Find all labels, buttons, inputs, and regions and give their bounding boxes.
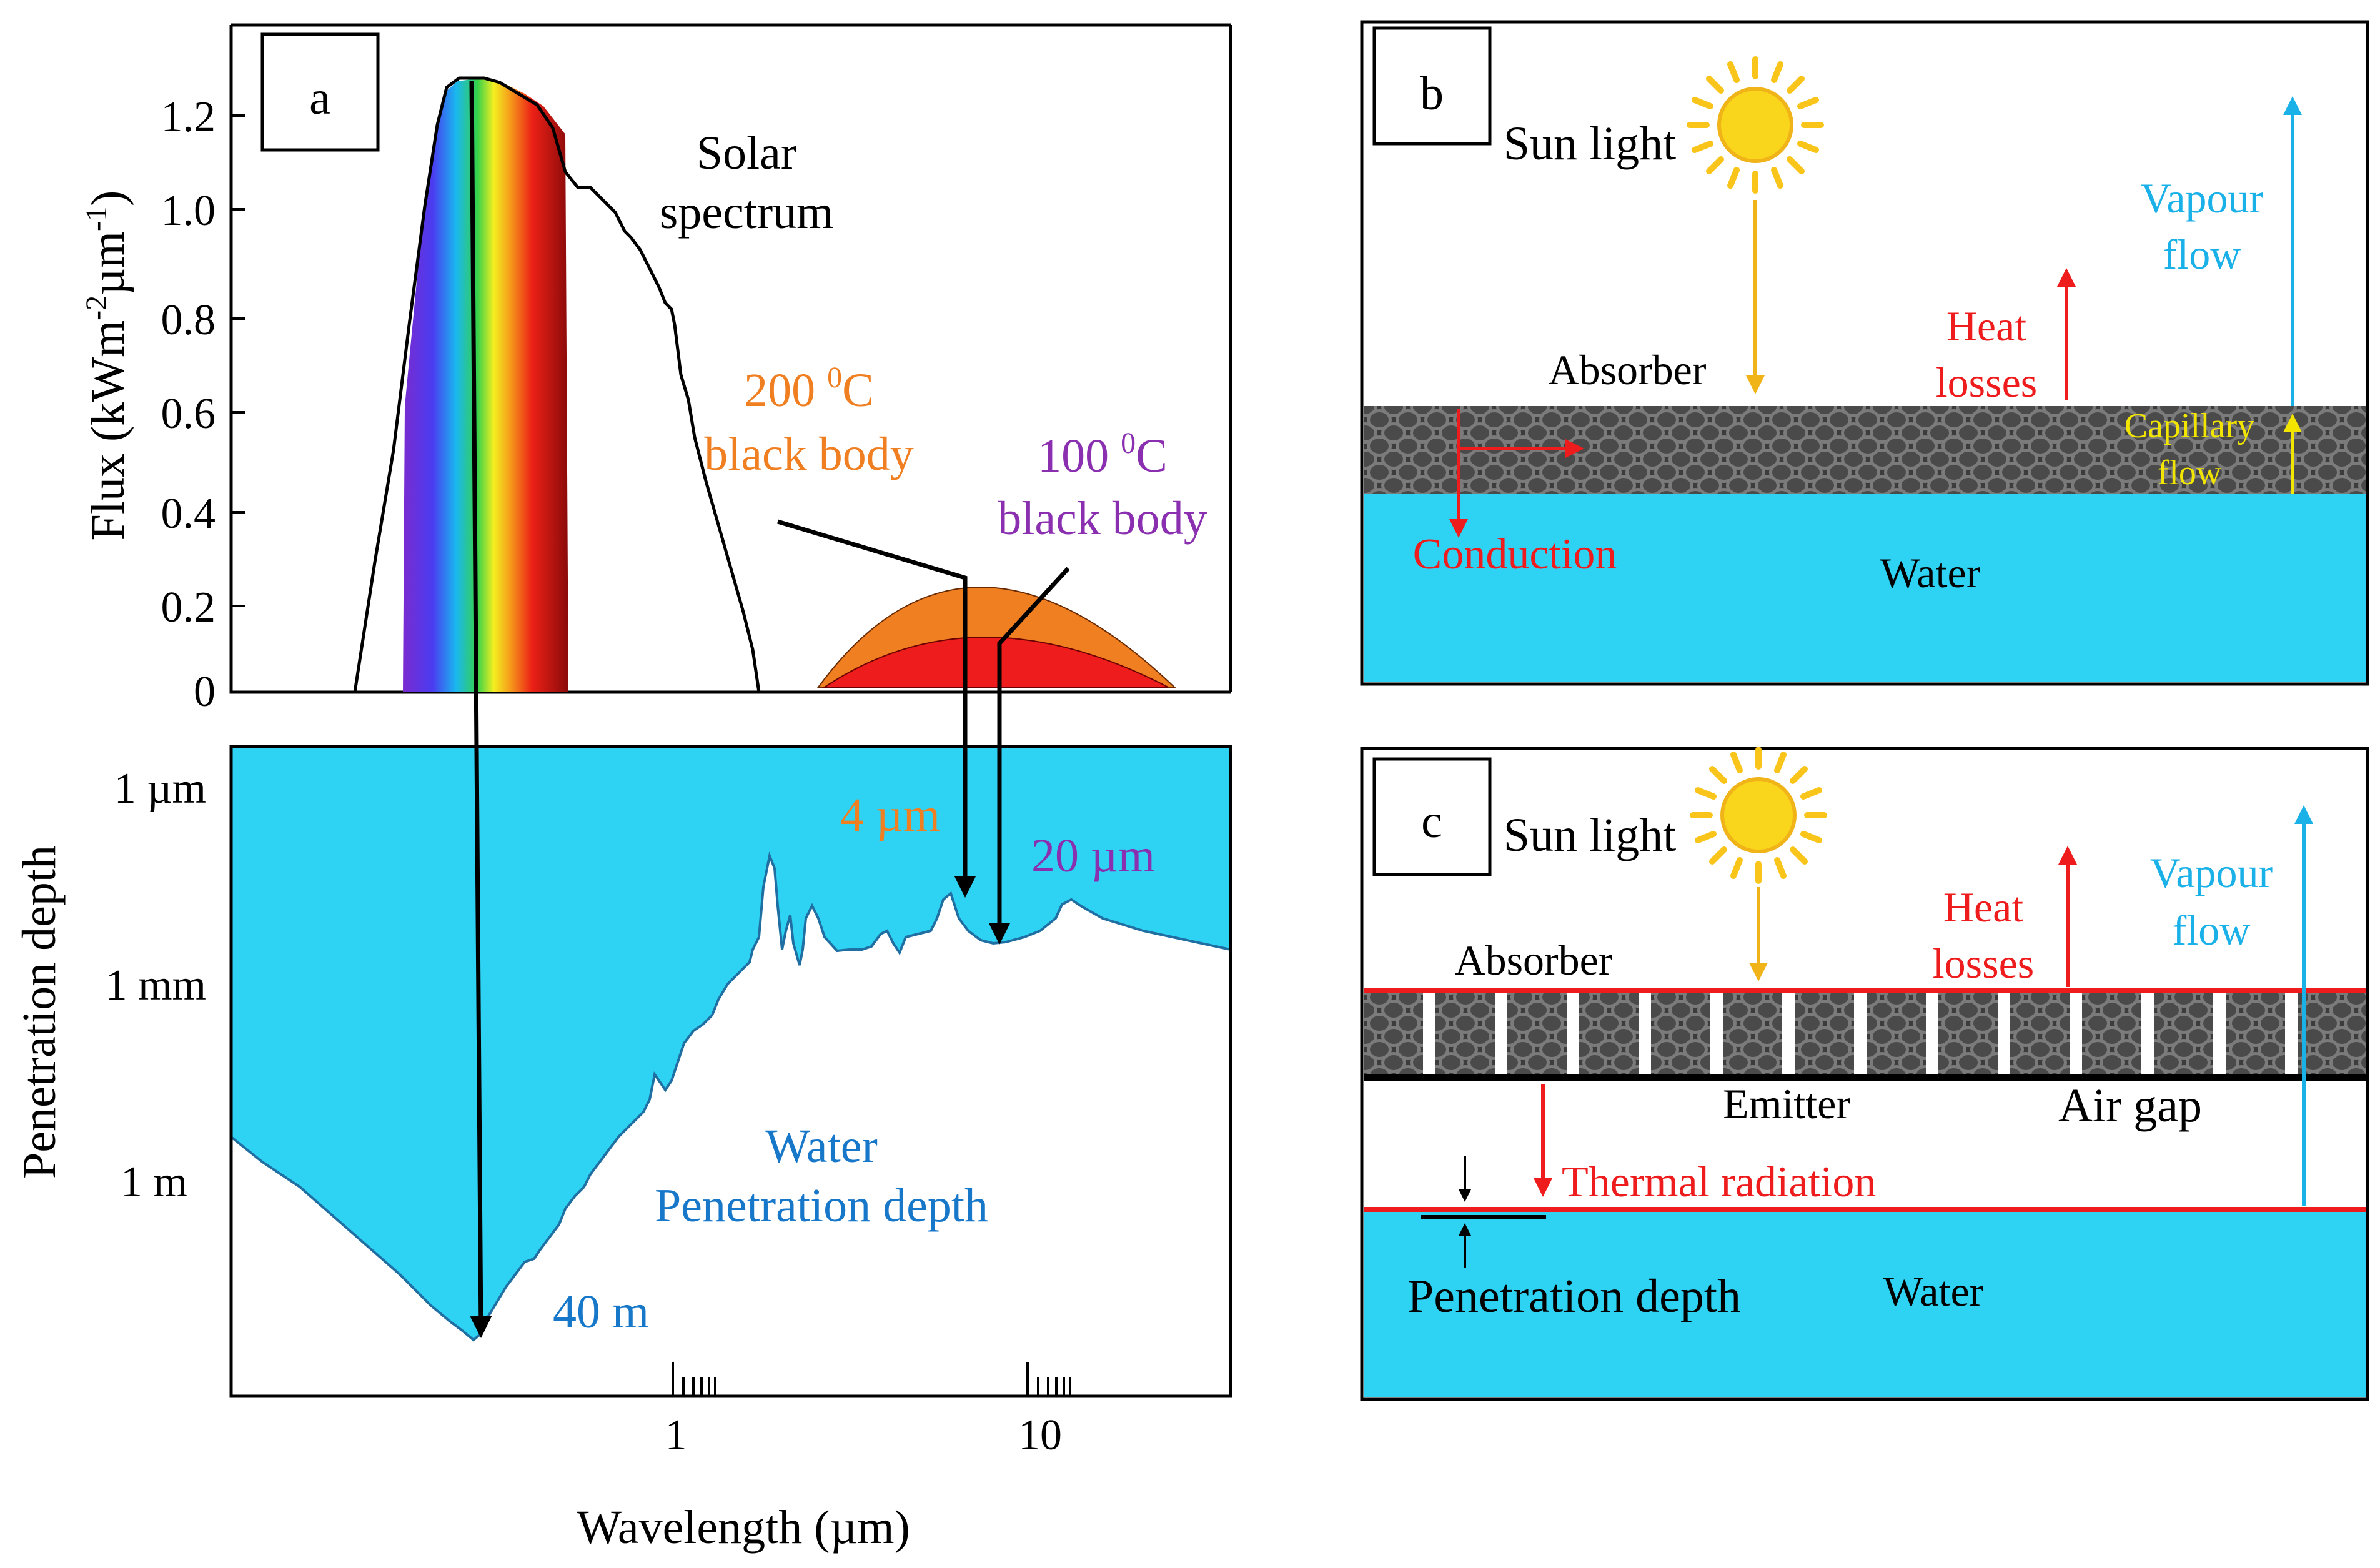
sun-light-label-b: Sun light	[1504, 117, 1677, 170]
flux-tick-label: 0.8	[161, 296, 216, 344]
flux-tick-label: 0.2	[161, 583, 216, 632]
depth-tick-label: 1 m	[121, 1158, 187, 1206]
water-label-b: Water	[1880, 549, 1981, 597]
vapour-flow-label-c-2: flow	[2173, 906, 2251, 954]
solar-spectrum-label-1: Solar	[697, 127, 796, 179]
panel-b: b Sun light Absorber Heat losses Vapour …	[1360, 20, 2369, 686]
panel-c-label-box	[1372, 757, 1492, 876]
depth-tick-label: 1 µm	[114, 765, 206, 813]
panel-b-label: b	[1420, 67, 1444, 120]
flux-tick-label: 0.6	[161, 390, 216, 438]
capillary-flow-label-2: flow	[2158, 454, 2222, 492]
vapour-flow-label-c-1: Vapour	[2150, 849, 2273, 896]
penetration-frame	[229, 745, 1232, 1398]
panel-b-label-box	[1372, 26, 1492, 146]
sun-icon	[1687, 56, 1824, 194]
water-label-2: Penetration depth	[655, 1179, 988, 1232]
panel-a-label: a	[309, 72, 330, 124]
heat-losses-label-b-1: Heat	[1946, 302, 2026, 350]
depth-tick-label: 1 mm	[106, 961, 206, 1010]
water-label-1: Water	[765, 1120, 878, 1173]
blackbody-200c-label: black body	[704, 428, 914, 480]
penetration-axis-label: Penetration depth	[13, 845, 66, 1179]
conduction-label: Conduction	[1413, 530, 1617, 578]
blackbody-100c-label: black body	[998, 492, 1207, 545]
vapour-flow-label-b-1: Vapour	[2141, 174, 2264, 222]
absorber-label-b: Absorber	[1548, 346, 1706, 394]
panel-a-label-box	[260, 32, 380, 152]
blackbody-100c-temp: 100 0C	[1038, 427, 1168, 482]
solar-spectrum-label-2: spectrum	[660, 186, 834, 239]
panel-c-label: c	[1421, 795, 1442, 848]
penetration-depth-label-c: Penetration depth	[1407, 1270, 1741, 1322]
air-gap-label: Air gap	[2058, 1079, 2202, 1132]
heat-losses-label-b-2: losses	[1936, 359, 2037, 406]
panel-b-water	[1364, 494, 2366, 682]
absorber-label-c: Absorber	[1454, 936, 1612, 984]
depth-label-20um: 20 µm	[1031, 830, 1155, 882]
flux-tick-marks	[231, 114, 245, 607]
sun-light-label-c: Sun light	[1504, 809, 1677, 861]
solar-peak-arrow	[469, 81, 492, 1338]
flux-axes	[229, 25, 1231, 694]
flux-tick-label: 1.2	[161, 93, 216, 141]
flux-tick-label: 0	[194, 668, 216, 716]
water-label-c: Water	[1883, 1268, 1984, 1315]
solar-spectrum-curve	[353, 76, 761, 693]
segmented-absorber	[1364, 990, 2366, 1078]
flux-tick-label: 0.4	[161, 490, 216, 538]
depth-label-4um: 4 µm	[840, 789, 940, 841]
bb100-pointer-arrow	[988, 567, 1070, 945]
flux-tick-label: 1.0	[161, 187, 216, 235]
panel-c: c Sun light Heat losses Vapour flow Abso…	[1360, 747, 2369, 1401]
vapour-flow-label-b-2: flow	[2163, 231, 2241, 278]
visible-spectrum-band	[403, 78, 568, 692]
bb200-pointer-arrow	[776, 519, 976, 898]
x-tick-label-10: 10	[1018, 1411, 1062, 1459]
panel-a: a Flux (kWm-2µm-1) 1.2 1.0 0.8 0.6 0.4 0…	[13, 23, 1232, 1554]
thermal-radiation-label: Thermal radiation	[1562, 1158, 1876, 1206]
blackbody-200c-temp: 200 0C	[744, 361, 874, 417]
capillary-flow-label-1: Capillary	[2125, 407, 2254, 445]
heat-losses-label-c-2: losses	[1933, 940, 2034, 987]
emitter-label: Emitter	[1723, 1080, 1850, 1128]
heat-losses-label-c-1: Heat	[1943, 883, 2023, 931]
panel-c-water	[1364, 1212, 2366, 1397]
sun-icon	[1690, 747, 1827, 884]
blackbody-100c-area	[822, 637, 1169, 688]
x-axis-ticks	[672, 1362, 1071, 1396]
wavelength-axis-label: Wavelength (µm)	[577, 1501, 910, 1554]
depth-label-40m: 40 m	[553, 1286, 649, 1338]
x-tick-label-1: 1	[665, 1411, 687, 1459]
flux-axis-label: Flux (kWm-2µm-1)	[80, 191, 134, 541]
